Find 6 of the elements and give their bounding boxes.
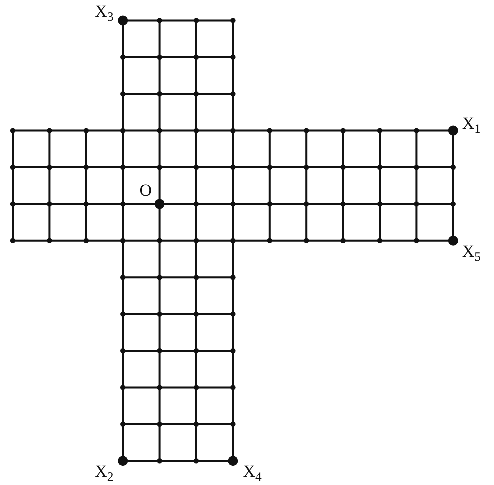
point-label: O	[140, 182, 152, 200]
point-label: X$_{4}$	[243, 463, 262, 480]
point-label: X$_{1}$	[462, 114, 482, 132]
point-label: X$_{5}$	[462, 242, 482, 260]
point-label: X$_{3}$	[95, 2, 114, 20]
point-label: X$_{2}$	[95, 463, 114, 480]
